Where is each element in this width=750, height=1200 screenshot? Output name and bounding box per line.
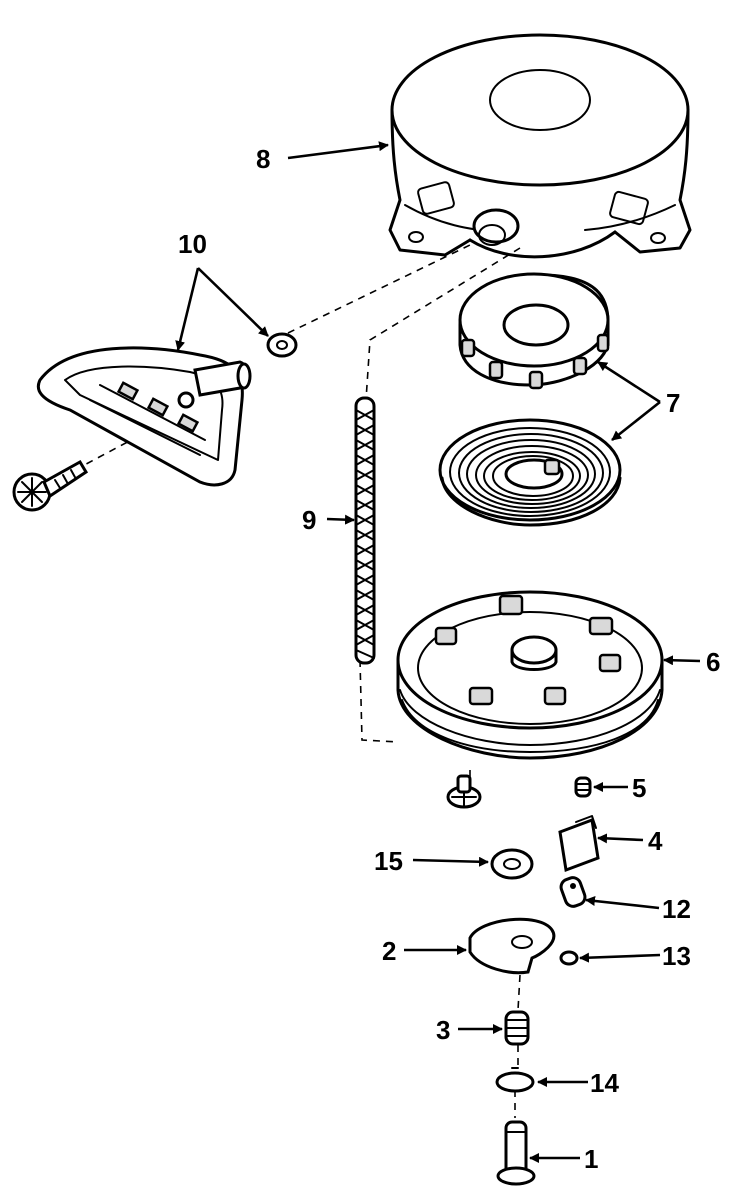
part-14-washer xyxy=(495,1067,535,1093)
part-15-washer xyxy=(490,848,534,880)
part-10-starter-handle xyxy=(36,346,252,487)
callout-12: 12 xyxy=(662,894,691,924)
handle-screw xyxy=(12,459,89,512)
part-10-retainer-washer xyxy=(266,332,298,358)
part-7-spring-cup xyxy=(458,272,610,390)
part-9-starter-rope xyxy=(354,396,376,665)
part-7-recoil-spring xyxy=(438,418,622,527)
part-8-starter-housing xyxy=(388,33,692,259)
callout-9: 9 xyxy=(302,505,316,535)
part-3-spring xyxy=(504,1010,530,1046)
callout-8: 8 xyxy=(256,144,270,174)
callout-5: 5 xyxy=(632,773,646,803)
part-1-pin xyxy=(496,1120,536,1186)
callout-labels: 8 10 7 9 6 5 4 15 12 2 13 3 14 1 xyxy=(178,144,720,1174)
part-6-rope-pulley xyxy=(396,590,664,760)
callout-4: 4 xyxy=(648,826,663,856)
callout-2: 2 xyxy=(382,936,396,966)
callout-10: 10 xyxy=(178,229,207,259)
leader-lines xyxy=(175,141,701,1163)
part-5-spring xyxy=(574,776,592,798)
callout-6: 6 xyxy=(706,647,720,677)
center-bolt xyxy=(446,774,482,809)
callout-7: 7 xyxy=(666,388,680,418)
callout-13: 13 xyxy=(662,941,691,971)
callout-14: 14 xyxy=(590,1068,619,1098)
callout-1: 1 xyxy=(584,1144,598,1174)
part-2-cam-plate xyxy=(468,917,556,975)
part-4-pawl xyxy=(558,815,600,873)
part-12-link xyxy=(559,876,587,908)
callout-15: 15 xyxy=(374,846,403,876)
callout-3: 3 xyxy=(436,1015,450,1045)
part-13-retainer xyxy=(559,950,579,966)
